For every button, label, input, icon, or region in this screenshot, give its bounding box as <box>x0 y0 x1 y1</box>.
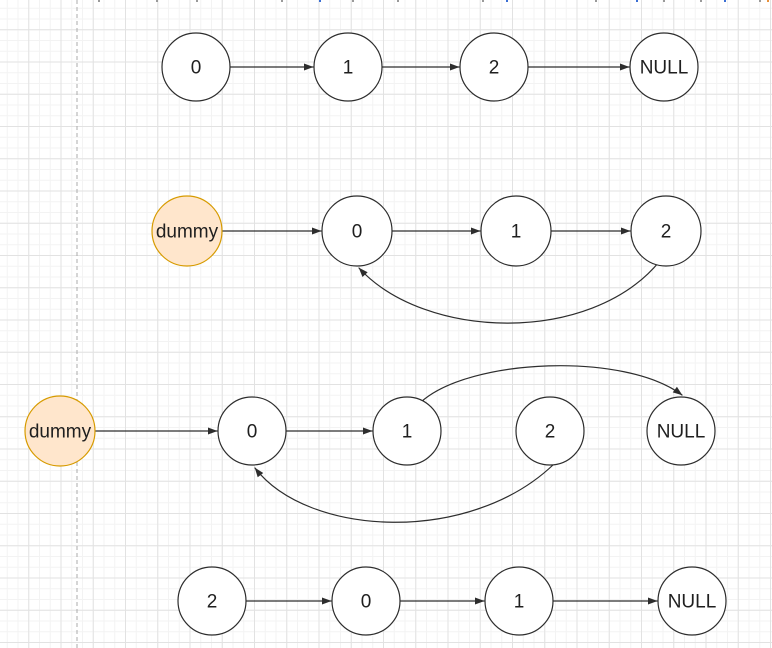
node-label-r3-2: 2 <box>545 422 556 443</box>
node-r4-1[interactable]: 1 <box>484 566 554 636</box>
edge-r3-2-to-0[interactable] <box>254 463 555 523</box>
node-circle-r2-dummy[interactable] <box>151 195 223 267</box>
node-label-r1-0: 0 <box>191 58 202 79</box>
artifact-mark <box>352 0 354 2</box>
artifact-mark <box>759 0 761 2</box>
artifact-mark <box>98 0 100 2</box>
node-r1-1[interactable]: 1 <box>313 32 383 102</box>
node-r1-0[interactable]: 0 <box>161 32 231 102</box>
node-label-r2-2: 2 <box>661 222 672 243</box>
node-r3-0[interactable]: 0 <box>217 396 287 466</box>
node-circle-r3-0[interactable] <box>217 396 287 466</box>
node-circle-r1-1[interactable] <box>313 32 383 102</box>
node-r4-0[interactable]: 0 <box>331 566 401 636</box>
artifact-mark <box>506 0 508 2</box>
edges-layer <box>94 63 683 605</box>
node-circle-r2-2[interactable] <box>630 195 702 267</box>
node-r4-null[interactable]: NULL <box>657 566 727 636</box>
artifact-mark <box>700 0 702 2</box>
node-label-r2-dummy: dummy <box>156 222 219 243</box>
node-r1-2[interactable]: 2 <box>459 32 529 102</box>
edge-r3-1-to-null[interactable] <box>420 365 683 403</box>
node-circle-r3-null[interactable] <box>646 396 716 466</box>
node-label-r1-null: NULL <box>640 58 689 79</box>
node-circle-r2-1[interactable] <box>480 195 552 267</box>
node-circle-r2-0[interactable] <box>321 195 393 267</box>
node-label-r2-1: 1 <box>511 222 522 243</box>
artifact-mark <box>663 0 665 2</box>
node-circle-r4-2[interactable] <box>177 566 247 636</box>
artifact-mark <box>724 0 726 2</box>
node-r1-null[interactable]: NULL <box>629 32 699 102</box>
node-r2-0[interactable]: 0 <box>321 195 393 267</box>
cropped-text-artifacts <box>0 0 772 3</box>
artifact-mark <box>281 0 283 2</box>
node-circle-r3-1[interactable] <box>372 396 442 466</box>
node-r3-dummy[interactable]: dummy <box>24 395 96 467</box>
node-label-r4-null: NULL <box>668 592 717 613</box>
edge-r2-2-to-0[interactable] <box>358 261 660 324</box>
node-label-r4-2: 2 <box>207 592 218 613</box>
node-circle-r4-null[interactable] <box>657 566 727 636</box>
node-r3-null[interactable]: NULL <box>646 396 716 466</box>
node-r3-1[interactable]: 1 <box>372 396 442 466</box>
artifact-mark <box>482 0 484 2</box>
artifact-mark <box>156 0 158 2</box>
node-circle-r3-2[interactable] <box>515 396 585 466</box>
node-circle-r4-1[interactable] <box>484 566 554 636</box>
node-label-r2-0: 0 <box>352 222 363 243</box>
node-r2-dummy[interactable]: dummy <box>151 195 223 267</box>
node-label-r1-2: 2 <box>489 58 500 79</box>
artifact-mark <box>319 0 321 2</box>
node-circle-r1-2[interactable] <box>459 32 529 102</box>
node-label-r3-1: 1 <box>402 422 413 443</box>
node-r4-2[interactable]: 2 <box>177 566 247 636</box>
node-circle-r3-dummy[interactable] <box>24 395 96 467</box>
artifact-mark <box>397 0 399 2</box>
node-r2-2[interactable]: 2 <box>630 195 702 267</box>
node-label-r4-0: 0 <box>361 592 372 613</box>
node-label-r3-null: NULL <box>657 422 706 443</box>
node-r3-2[interactable]: 2 <box>515 396 585 466</box>
artifact-mark <box>196 0 198 2</box>
artifact-mark <box>636 0 638 2</box>
artifact-mark <box>767 0 769 2</box>
node-circle-r1-0[interactable] <box>161 32 231 102</box>
node-label-r4-1: 1 <box>514 592 525 613</box>
artifact-mark <box>595 0 597 2</box>
node-circle-r1-null[interactable] <box>629 32 699 102</box>
node-r2-1[interactable]: 1 <box>480 195 552 267</box>
node-label-r1-1: 1 <box>343 58 354 79</box>
node-label-r3-dummy: dummy <box>29 422 92 443</box>
node-label-r3-0: 0 <box>247 422 258 443</box>
node-circle-r4-0[interactable] <box>331 566 401 636</box>
